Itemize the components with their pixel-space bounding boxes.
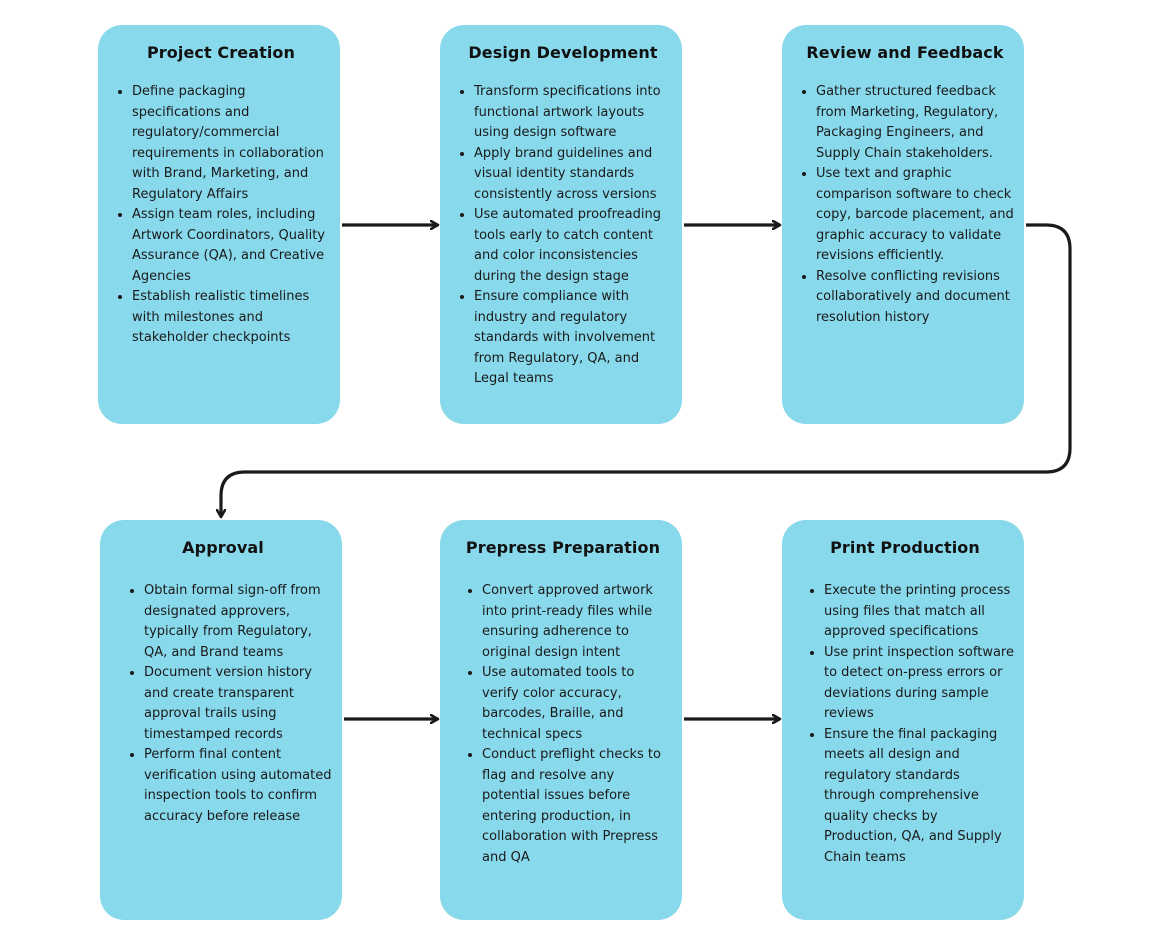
step-bullet: Use automated proofreading tools early t… (474, 205, 672, 287)
step-title: Review and Feedback (806, 43, 1004, 62)
step-card-approval: Approval Obtain formal sign-off from des… (100, 520, 342, 920)
step-bullet: Apply brand guidelines and visual identi… (474, 144, 672, 206)
step-bullet: Ensure the final packaging meets all des… (824, 725, 1014, 869)
step-title: Design Development (468, 43, 658, 62)
step-card-review-and-feedback: Review and Feedback Gather structured fe… (782, 25, 1024, 424)
arrow-review-to-approval (221, 223, 1072, 517)
step-bullet: Use text and graphic comparison software… (816, 164, 1014, 267)
step-card-project-creation: Project Creation Define packaging specif… (98, 25, 340, 424)
step-bullet-list: Define packaging specifications and regu… (112, 82, 330, 349)
step-bullet-list: Obtain formal sign-off from designated a… (114, 581, 332, 827)
step-card-prepress-preparation: Prepress Preparation Convert approved ar… (440, 520, 682, 920)
step-bullet: Resolve conflicting revisions collaborat… (816, 267, 1014, 329)
step-bullet: Execute the printing process using files… (824, 581, 1014, 643)
step-bullet-list: Gather structured feedback from Marketin… (796, 82, 1014, 328)
step-title: Approval (182, 538, 264, 557)
step-bullet: Assign team roles, including Artwork Coo… (132, 205, 330, 287)
step-title: Project Creation (146, 43, 296, 62)
step-card-design-development: Design Development Transform specificati… (440, 25, 682, 424)
step-bullet: Convert approved artwork into print-read… (482, 581, 672, 663)
step-bullet: Establish realistic timelines with miles… (132, 287, 330, 349)
step-bullet-list: Transform specifications into functional… (454, 82, 672, 390)
step-bullet: Conduct preflight checks to flag and res… (482, 745, 672, 868)
step-bullet: Document version history and create tran… (144, 663, 332, 745)
step-bullet: Transform specifications into functional… (474, 82, 672, 144)
step-bullet-list: Execute the printing process using files… (796, 581, 1014, 868)
step-bullet: Use print inspection software to detect … (824, 643, 1014, 725)
step-bullet: Obtain formal sign-off from designated a… (144, 581, 332, 663)
step-bullet: Define packaging specifications and regu… (132, 82, 330, 205)
step-bullet: Use automated tools to verify color accu… (482, 663, 672, 745)
step-bullet: Gather structured feedback from Marketin… (816, 82, 1014, 164)
step-title: Print Production (830, 538, 980, 557)
step-title: Prepress Preparation (465, 538, 661, 557)
step-bullet: Perform final content verification using… (144, 745, 332, 827)
step-card-print-production: Print Production Execute the printing pr… (782, 520, 1024, 920)
step-bullet: Ensure compliance with industry and regu… (474, 287, 672, 390)
step-bullet-list: Convert approved artwork into print-read… (454, 581, 672, 868)
